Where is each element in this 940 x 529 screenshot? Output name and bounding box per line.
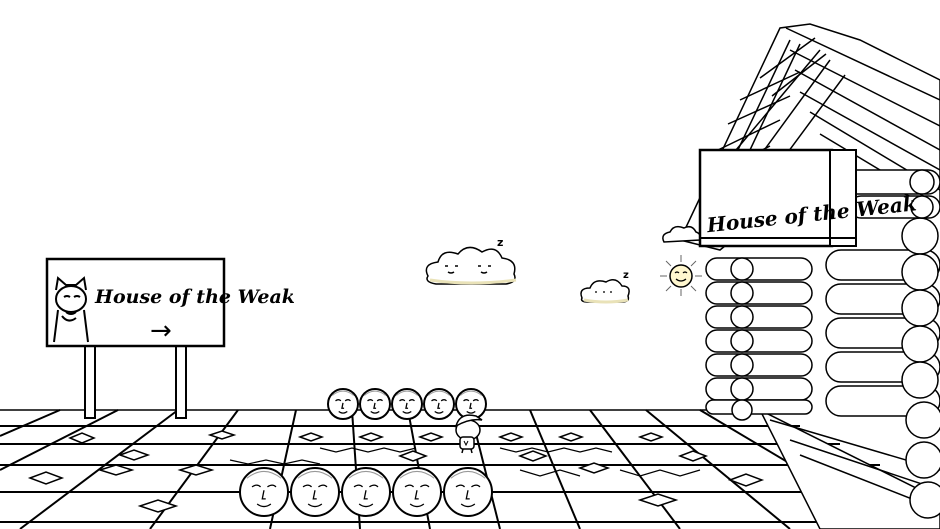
- player-character[interactable]: [454, 414, 483, 454]
- face-token-front-4[interactable]: [392, 467, 442, 517]
- face-token-front-3[interactable]: [341, 467, 391, 517]
- floor-tile-pattern: [27, 430, 765, 513]
- sun-icon: [660, 255, 702, 296]
- face-token-back-4[interactable]: [423, 388, 455, 420]
- face-token-back-1[interactable]: [327, 388, 359, 420]
- face-token-back-2[interactable]: [359, 388, 391, 420]
- cat-doodle-icon: [53, 276, 89, 343]
- face-tokens-back-row: [327, 388, 487, 420]
- house-sign: [698, 148, 857, 248]
- face-token-back-3[interactable]: [391, 388, 423, 420]
- face-tokens-front-row: [239, 467, 493, 517]
- face-token-front-1[interactable]: [239, 467, 289, 517]
- log-house: [662, 23, 940, 529]
- house-side-wall: [758, 217, 940, 529]
- left-sign-title: House of the Weak: [94, 286, 295, 308]
- cloud-small-sleeping: [580, 279, 630, 304]
- cloud-large-sleeping: [425, 246, 517, 285]
- sleep-mark-2: z: [623, 270, 629, 281]
- left-signboard: House of the Weak →: [45, 257, 295, 419]
- arrow-right-icon: →: [150, 316, 172, 346]
- face-token-front-2[interactable]: [290, 467, 340, 517]
- sleep-mark-1: z: [497, 236, 503, 249]
- floor-hex-lines: [229, 447, 701, 477]
- face-token-front-5[interactable]: [443, 467, 493, 517]
- house-front-wall: [705, 257, 813, 421]
